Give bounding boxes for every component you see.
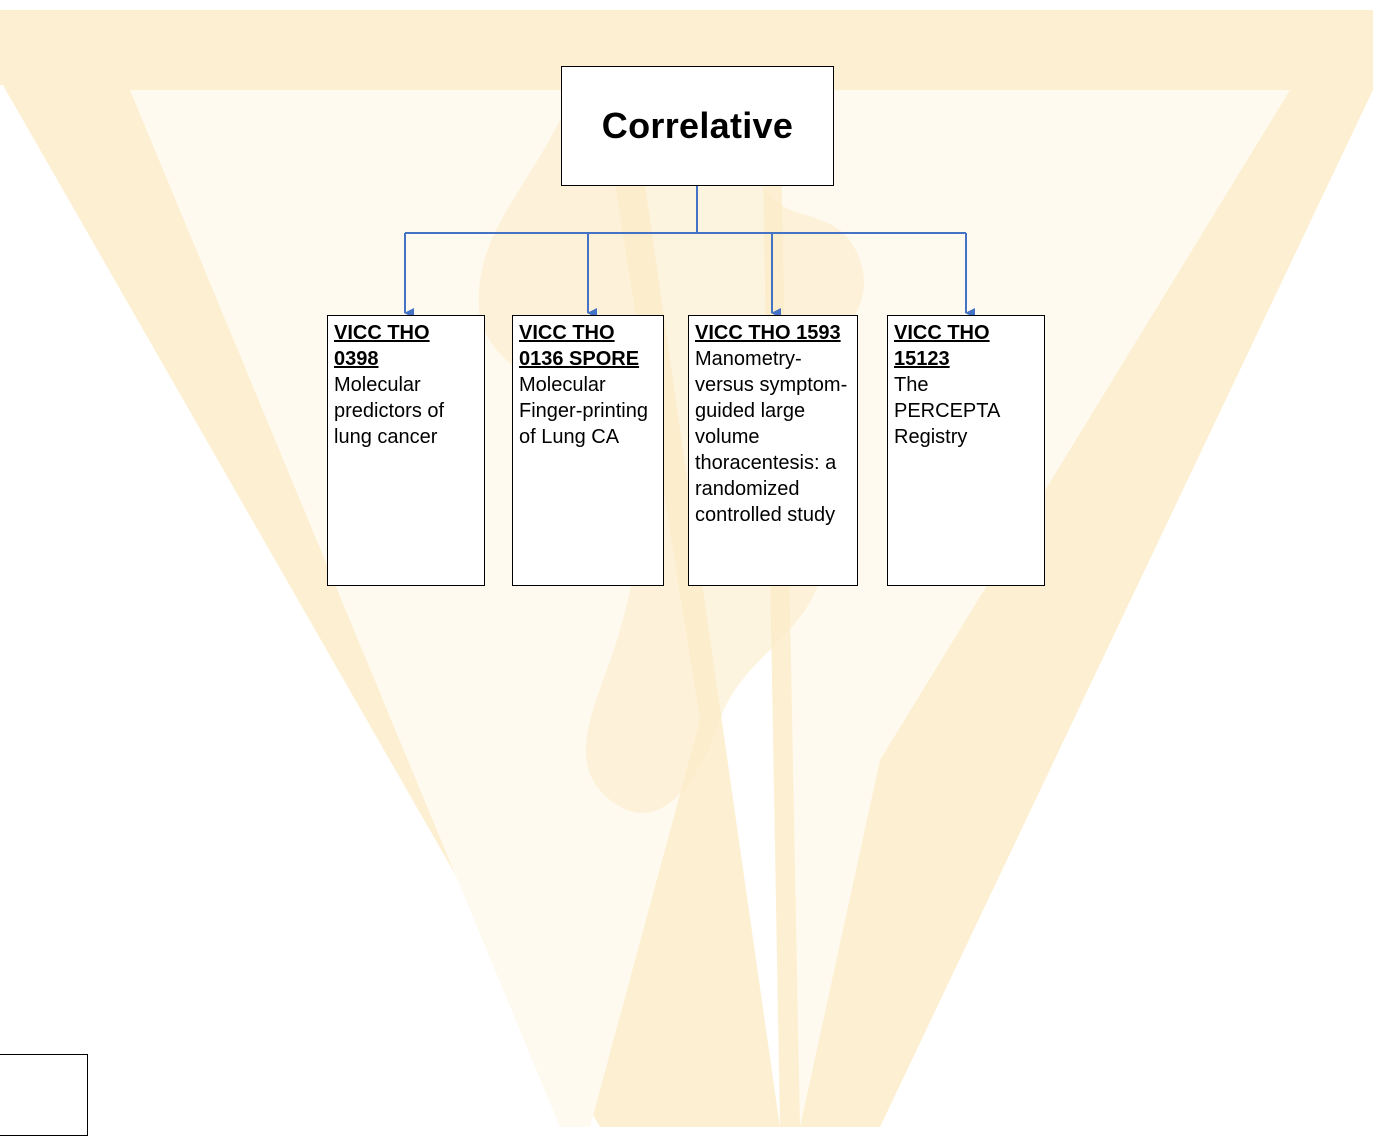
child-node-2: VICC THO 0136 SPORE Molecular Finger-pri…	[512, 315, 664, 586]
child-id: VICC THO 15123	[894, 322, 990, 370]
child-id: VICC THO 0398	[334, 322, 430, 370]
child-node-1: VICC THO 0398 Molecular predictors of lu…	[327, 315, 485, 586]
child-description: Molecular Finger-printing of Lung CA	[519, 374, 648, 448]
child-id: VICC THO 0136 SPORE	[519, 322, 640, 370]
child-description: The PERCEPTA Registry	[894, 374, 1000, 448]
root-node: Correlative	[561, 66, 834, 186]
corner-box	[0, 1054, 88, 1136]
watermark-oak-leaf	[478, 112, 865, 813]
child-description: Manometry- versus symptom-guided large v…	[695, 348, 848, 526]
root-title: Correlative	[601, 105, 794, 146]
child-node-3: VICC THO 1593 Manometry- versus symptom-…	[688, 315, 858, 586]
child-description: Molecular predictors of lung cancer	[334, 374, 445, 448]
child-id: VICC THO 1593	[695, 322, 841, 344]
child-node-4: VICC THO 15123 The PERCEPTA Registry	[887, 315, 1045, 586]
